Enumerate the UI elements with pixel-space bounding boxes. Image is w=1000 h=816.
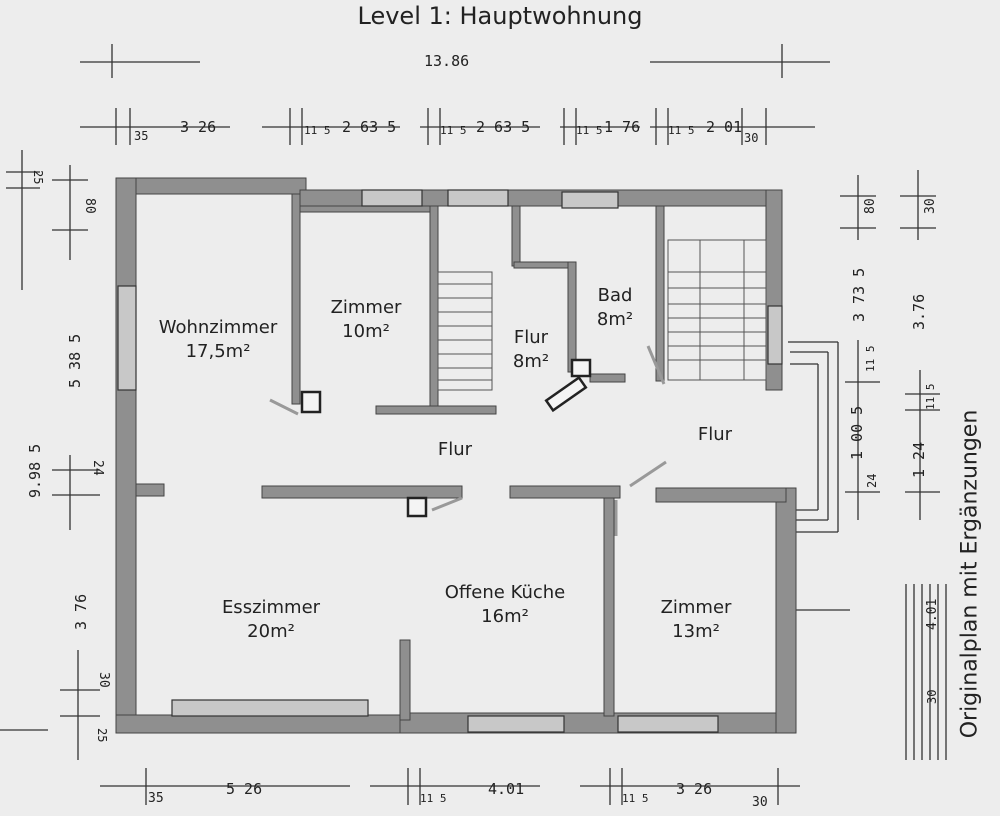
dimension-lines (0, 44, 947, 805)
room-area: 8m² (596, 309, 634, 330)
chimneys (300, 358, 592, 518)
room-zimmer-bottom: Zimmer 13m² (636, 596, 756, 644)
svg-text:3 73 5: 3 73 5 (850, 268, 868, 322)
svg-text:24: 24 (865, 474, 879, 488)
svg-text:3.76: 3.76 (910, 294, 928, 330)
svg-text:9.98 5: 9.98 5 (26, 444, 44, 498)
svg-text:3 26: 3 26 (180, 118, 216, 136)
svg-text:4.01: 4.01 (925, 599, 940, 630)
svg-text:3 76: 3 76 (72, 594, 90, 630)
svg-text:25: 25 (31, 170, 45, 184)
room-area: 20m² (247, 621, 295, 642)
svg-text:30: 30 (752, 795, 768, 810)
svg-text:2 01: 2 01 (706, 118, 742, 136)
svg-text:5 26: 5 26 (226, 780, 262, 798)
room-name: Wohnzimmer (158, 317, 278, 338)
dimension-labels: 13.86 35 3 26 11 5 2 63 5 11 5 2 63 5 11… (26, 52, 940, 810)
plan-title: Level 1: Hauptwohnung (357, 2, 643, 30)
room-name: Flur (697, 424, 733, 445)
room-esszimmer: Esszimmer 20m² (196, 596, 346, 644)
room-flur-center: Flur (420, 438, 490, 462)
svg-text:24: 24 (90, 460, 105, 476)
svg-text:1 00 5: 1 00 5 (848, 406, 866, 460)
room-area: 10m² (342, 321, 390, 342)
room-bad: Bad 8m² (580, 284, 650, 332)
svg-text:11 5: 11 5 (864, 346, 877, 373)
room-name: Flur (437, 439, 473, 460)
room-area: 8m² (512, 351, 550, 372)
room-area: 16m² (481, 606, 529, 627)
svg-text:30: 30 (925, 690, 939, 704)
room-name: Bad (597, 285, 633, 306)
room-name: Offene Küche (444, 582, 566, 603)
room-offene-kueche: Offene Küche 16m² (420, 581, 590, 629)
svg-text:11 5: 11 5 (668, 124, 695, 137)
svg-text:11 5: 11 5 (304, 124, 331, 137)
svg-text:30: 30 (744, 131, 758, 145)
doors (269, 345, 667, 536)
svg-text:2 63 5: 2 63 5 (342, 118, 396, 136)
svg-text:35: 35 (134, 129, 148, 143)
svg-text:3 26: 3 26 (676, 780, 712, 798)
room-name: Zimmer (660, 597, 732, 618)
room-zimmer-top: Zimmer 10m² (306, 296, 426, 344)
svg-text:1 24: 1 24 (910, 442, 928, 478)
svg-text:5 38 5: 5 38 5 (66, 334, 84, 388)
room-flur-small: Flur 8m² (496, 326, 566, 374)
svg-text:30: 30 (96, 672, 111, 688)
room-name: Esszimmer (221, 597, 321, 618)
room-area: 13m² (672, 621, 720, 642)
room-area: 17,5m² (185, 341, 251, 362)
room-name: Zimmer (330, 297, 402, 318)
dim-top-total: 13.86 (424, 52, 469, 70)
svg-text:80: 80 (863, 198, 878, 214)
svg-text:11 5: 11 5 (924, 384, 937, 411)
stairs (437, 239, 767, 391)
room-wohnzimmer: Wohnzimmer 17,5m² (140, 316, 296, 364)
room-flur-right: Flur (680, 423, 750, 447)
svg-text:80: 80 (82, 198, 97, 214)
svg-text:11 5: 11 5 (440, 124, 467, 137)
svg-text:2 63 5: 2 63 5 (476, 118, 530, 136)
windows (117, 189, 783, 733)
svg-text:11 5: 11 5 (420, 792, 447, 805)
svg-text:35: 35 (148, 791, 164, 806)
svg-text:11 5: 11 5 (576, 124, 603, 137)
svg-text:25: 25 (95, 728, 109, 742)
svg-text:1 76: 1 76 (604, 118, 640, 136)
svg-text:30: 30 (923, 198, 938, 214)
svg-text:4.01: 4.01 (488, 780, 524, 798)
room-name: Flur (513, 327, 549, 348)
side-caption: Originalplan mit Ergänzungen (957, 409, 983, 739)
svg-text:11 5: 11 5 (622, 792, 649, 805)
